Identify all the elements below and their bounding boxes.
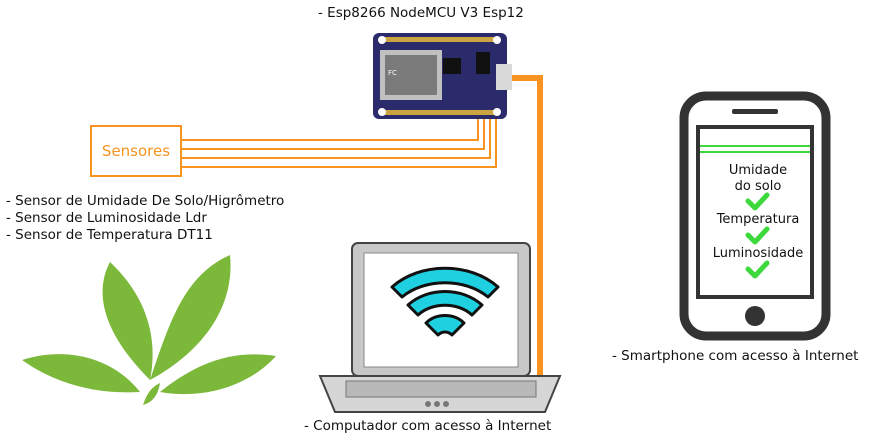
smartphone-icon xyxy=(679,91,831,341)
check-icon xyxy=(745,260,770,279)
plant-leaves-icon xyxy=(22,255,276,405)
sensor-list: - Sensor de Umidade De Solo/Higrômetro -… xyxy=(6,193,284,244)
sensor-item-light: - Sensor de Luminosidade Ldr xyxy=(6,210,207,226)
check-icon xyxy=(745,192,770,211)
sensor-wires xyxy=(182,112,497,168)
sensor-item-soil: - Sensor de Umidade De Solo/Higrômetro xyxy=(6,193,285,209)
board-caption: - Esp8266 NodeMCU V3 Esp12 xyxy=(318,5,524,21)
phone-reading-do-solo: do solo xyxy=(734,179,782,194)
sensor-box-label: Sensores xyxy=(101,142,171,160)
laptop-icon xyxy=(318,242,562,413)
sensor-box: Sensores xyxy=(90,125,182,177)
phone-reading-luminosidade: Luminosidade xyxy=(712,246,804,261)
phone-reading-temperatura: Temperatura xyxy=(716,212,800,227)
sensor-item-temperature: - Sensor de Temperatura DT11 xyxy=(6,227,213,243)
svg-text:FC: FC xyxy=(388,69,397,77)
phone-reading-umidade: Umidade xyxy=(728,163,788,178)
nodemcu-board-icon: FC xyxy=(373,33,512,119)
computer-caption: - Computador com acesso à Internet xyxy=(304,418,552,434)
check-icon xyxy=(745,226,770,245)
wifi-icon xyxy=(390,266,500,337)
phone-caption: - Smartphone com acesso à Internet xyxy=(612,348,859,364)
